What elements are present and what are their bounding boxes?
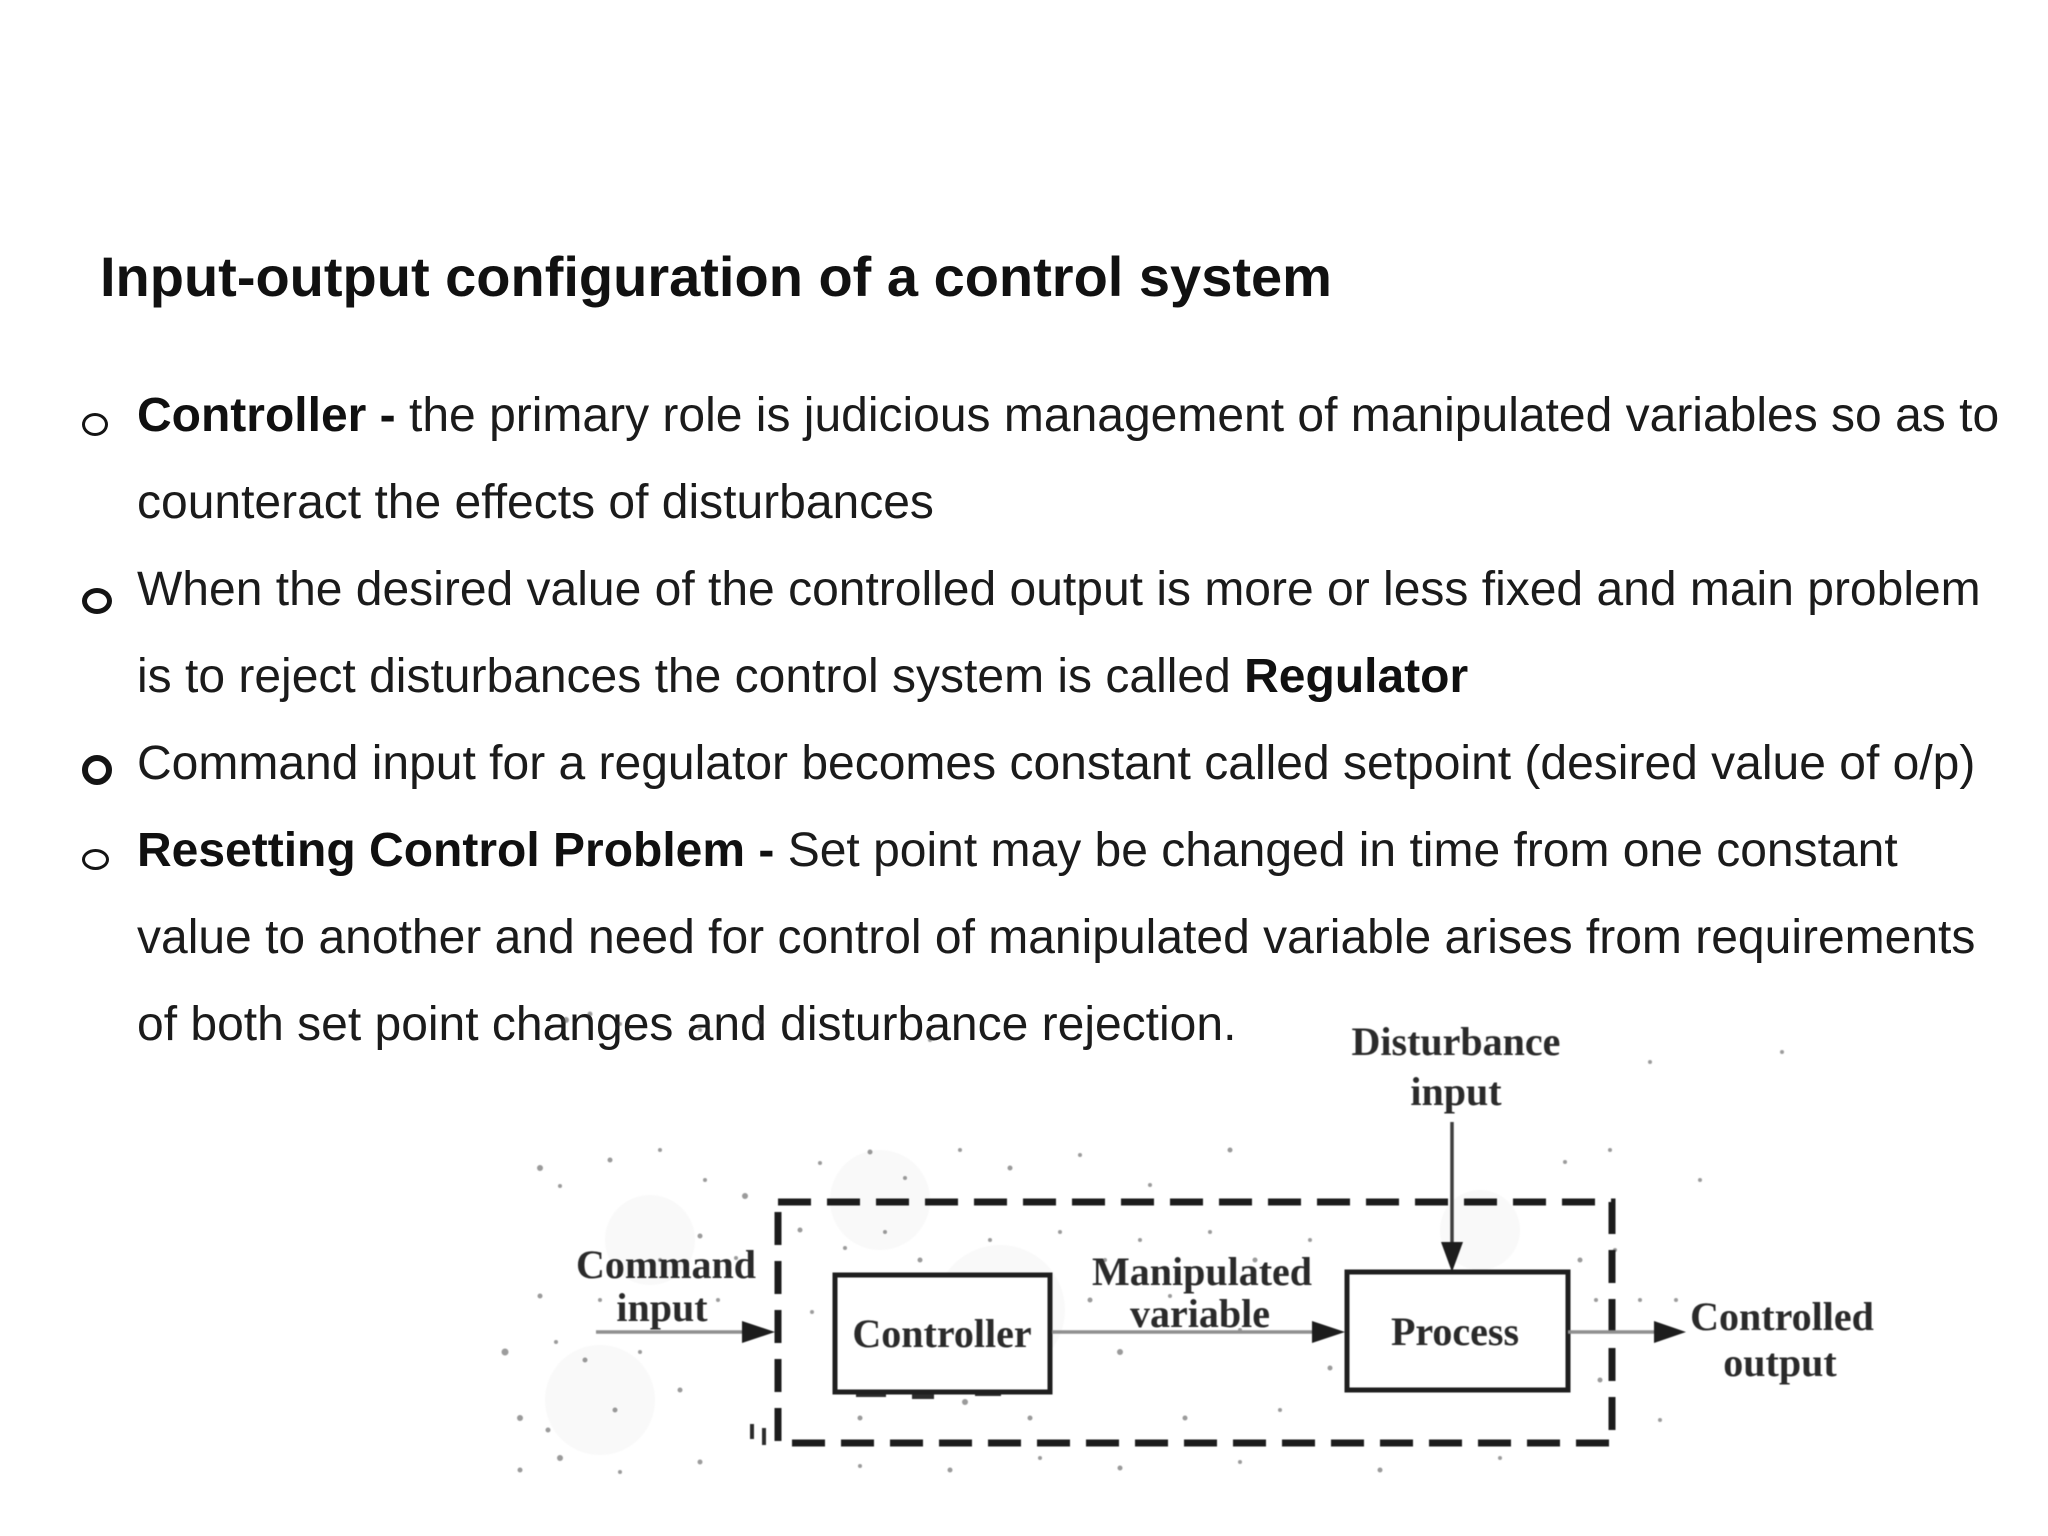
bullet-bold-text: Controller -: [137, 389, 409, 442]
scan-dark-marks: [750, 1390, 1001, 1445]
bullet-item-resetting: Resetting Control Problem - Set point ma…: [80, 807, 2030, 1068]
process-box: [1344, 1269, 1571, 1393]
bullet-line: counteract the effects of disturbances: [137, 476, 934, 529]
controlled-label-line1: Controlled: [1690, 1294, 1874, 1339]
circle-bullet-icon: [82, 849, 109, 870]
bullet-item-setpoint: Command input for a regulator becomes co…: [80, 720, 2030, 807]
bullet-line: When the desired value of the controlled…: [137, 563, 1981, 616]
circle-bullet-icon: [82, 755, 112, 785]
disturbance-label-line1: Disturbance: [1352, 1019, 1561, 1064]
bullet-bold-text: Resetting Control Problem -: [137, 824, 788, 877]
manipulated-variable-arrowhead-icon: [1312, 1321, 1345, 1343]
command-input-arrowhead-icon: [742, 1321, 775, 1343]
circle-bullet-icon: [82, 413, 108, 436]
circle-bullet-icon: [82, 588, 112, 614]
manipulated-label-line1: Manipulated: [1092, 1249, 1312, 1294]
manipulated-label-line2: variable: [1130, 1291, 1270, 1336]
bullet-line: Command input for a regulator becomes co…: [137, 737, 1976, 790]
bullet-item-controller: Controller - the primary role is judicio…: [80, 372, 2030, 546]
page-title: Input-output configuration of a control …: [100, 245, 1332, 308]
bullet-item-regulator: When the desired value of the controlled…: [80, 546, 2030, 720]
disturbance-label-line2: input: [1410, 1069, 1502, 1114]
block-diagram-figure: Controller Process Disturbance input Com…: [501, 1011, 1874, 1474]
command-label-line1: Command: [576, 1242, 756, 1287]
controlled-output-arrowhead-icon: [1654, 1321, 1686, 1343]
command-label-line2: input: [616, 1285, 708, 1330]
disturbance-input-arrowhead-icon: [1441, 1242, 1463, 1272]
process-box-label: Process: [1391, 1309, 1519, 1354]
bullet-text: is to reject disturbances the control sy…: [137, 650, 1245, 703]
controller-box-label: Controller: [852, 1311, 1031, 1356]
bullet-line: value to another and need for control of…: [137, 911, 1976, 964]
bullet-bold-text: Regulator: [1244, 650, 1469, 703]
system-boundary-dashed-box: [774, 1198, 1616, 1447]
bullet-line: Controller - the primary role is judicio…: [137, 372, 2030, 459]
bullet-line: Resetting Control Problem - Set point ma…: [137, 807, 2030, 894]
bullet-list: Controller - the primary role is judicio…: [80, 372, 2030, 1068]
controlled-label-line2: output: [1723, 1340, 1837, 1385]
bullet-line: is to reject disturbances the control sy…: [137, 633, 2030, 720]
bullet-line: of both set point changes and disturbanc…: [137, 998, 1237, 1051]
bullet-text: the primary role is judicious management…: [409, 389, 2000, 442]
bullet-text: Set point may be changed in time from on…: [787, 824, 1898, 877]
controller-box: [832, 1272, 1053, 1395]
scan-noise-speckles: [501, 1011, 1784, 1474]
